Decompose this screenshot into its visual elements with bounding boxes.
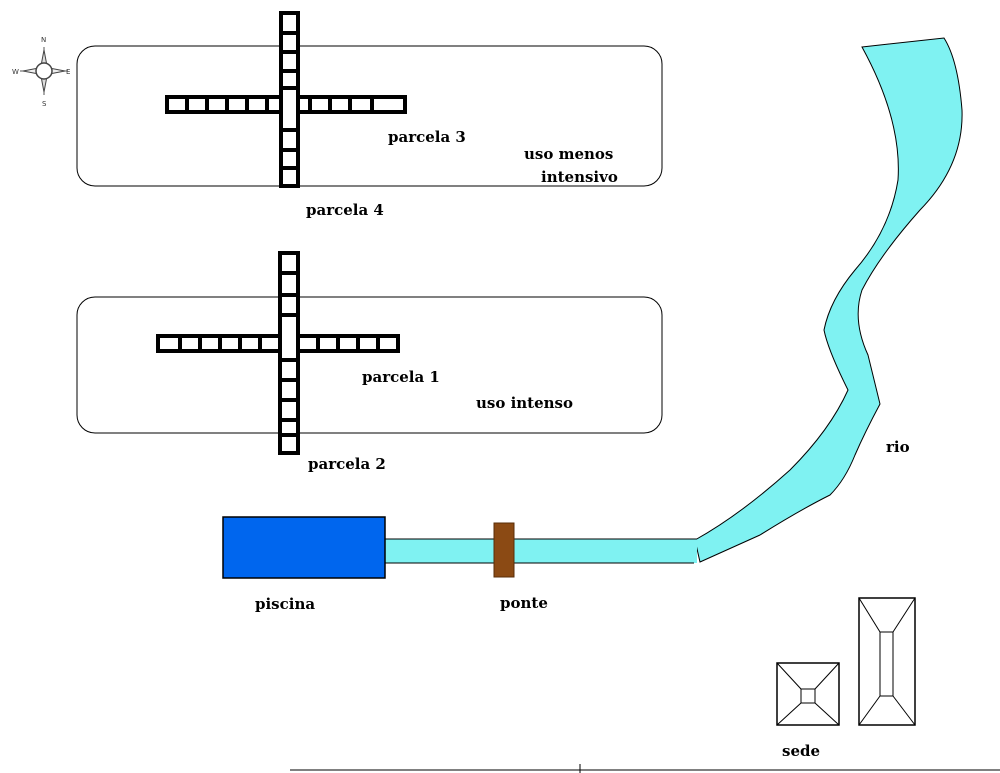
compass-s-label: S (42, 100, 47, 108)
label-piscina: piscina (255, 595, 315, 613)
compass-n-label: N (41, 36, 46, 44)
compass-e-label: E (66, 68, 70, 76)
transect-parcela-4 (279, 11, 300, 188)
compass-w-label: W (12, 68, 19, 76)
compass-icon: N S E W (12, 36, 70, 108)
label-uso-menos-line2: intensivo (541, 168, 618, 186)
river (694, 37, 963, 563)
sede-building-large (858, 597, 916, 726)
bridge (493, 522, 515, 578)
label-uso-menos-line1: uso menos (524, 145, 613, 163)
transect-parcela-2 (278, 251, 300, 455)
label-parcela-4: parcela 4 (306, 201, 384, 219)
label-parcela-3: parcela 3 (388, 128, 466, 146)
label-parcela-1: parcela 1 (362, 368, 440, 386)
lower-plot-area (76, 296, 663, 434)
water-channel (385, 539, 697, 563)
pool (222, 516, 386, 579)
sede-building-small (776, 662, 840, 726)
label-rio: rio (886, 438, 910, 456)
label-parcela-2: parcela 2 (308, 455, 386, 473)
label-sede: sede (782, 742, 820, 760)
label-uso-intenso: uso intenso (476, 394, 573, 412)
label-ponte: ponte (500, 594, 548, 612)
upper-plot-area (76, 45, 663, 187)
